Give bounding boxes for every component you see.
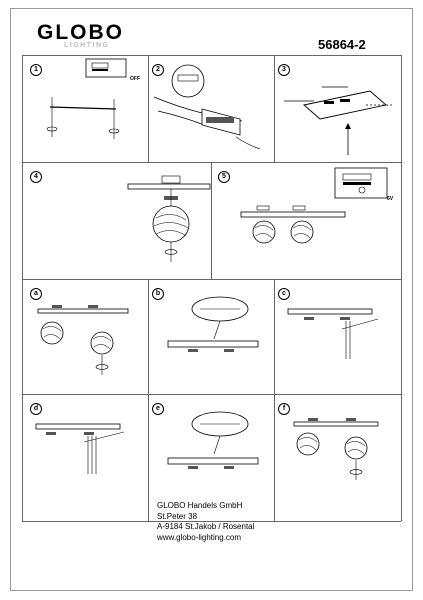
step-d-label: d [30, 403, 42, 415]
grid-rule [148, 55, 149, 162]
brand-subtitle: LIGHTING [64, 42, 110, 49]
step-5-diagram [240, 167, 388, 244]
step-5-panel: 5 6V [211, 162, 401, 279]
step-f-diagram [293, 418, 379, 480]
step-3-label: 3 [278, 64, 290, 76]
step-1-label: 1 [30, 64, 42, 76]
grid-rule [22, 394, 401, 395]
step-2-panel: 2 [148, 55, 274, 162]
company-website: www.globo-lighting.com [157, 532, 242, 542]
step-f-label: f [278, 403, 290, 415]
grid-rule [274, 55, 275, 162]
step-d-panel: d [22, 394, 148, 521]
company-city: A-9184 St.Jakob / Rosental [157, 522, 255, 531]
step-5-label: 5 [218, 171, 230, 183]
step-e-panel: e [148, 394, 274, 521]
step-b-diagram [167, 296, 259, 352]
grid-rule [401, 55, 402, 521]
step-4-label: 4 [30, 171, 42, 183]
company-name: GLOBO Handels GmbH [157, 501, 243, 510]
step-1-diagram [46, 58, 127, 139]
grid-rule [211, 162, 212, 279]
step-1-panel: 1 OFF [22, 55, 148, 162]
step-4-diagram [127, 175, 211, 262]
step-3-diagram [284, 86, 394, 155]
step-a-label: a [30, 288, 42, 300]
step-3-panel: 3 [274, 55, 401, 162]
step-d-diagram [35, 423, 125, 474]
step-e-diagram [167, 411, 259, 469]
grid-rule [22, 279, 401, 280]
grid-rule [22, 55, 401, 56]
company-address: GLOBO Handels GmbH St.Peter 38 A-9184 St… [157, 501, 254, 543]
model-number: 56864-2 [318, 37, 366, 52]
step-a-diagram [37, 305, 129, 375]
instruction-grid: 1 OFF 2 3 [22, 55, 402, 522]
step-e-label: e [152, 403, 164, 415]
grid-rule [274, 279, 275, 521]
step-b-label: b [152, 288, 164, 300]
grid-rule [22, 521, 401, 522]
step-f-panel: f [274, 394, 401, 521]
company-street: St.Peter 38 [157, 511, 198, 521]
step-c-panel: c [274, 279, 401, 394]
voltage-note: 6V [387, 196, 394, 202]
brand-logo: GLOBO [37, 21, 124, 44]
off-note: OFF [130, 76, 140, 82]
step-b-panel: b [148, 279, 274, 394]
step-c-diagram [287, 308, 379, 359]
step-2-label: 2 [152, 64, 164, 76]
step-c-label: c [278, 288, 290, 300]
grid-rule [22, 55, 23, 521]
step-4-panel: 4 [22, 162, 211, 279]
step-a-panel: a [22, 279, 148, 394]
step-2-diagram [153, 64, 261, 150]
grid-rule [148, 279, 149, 521]
